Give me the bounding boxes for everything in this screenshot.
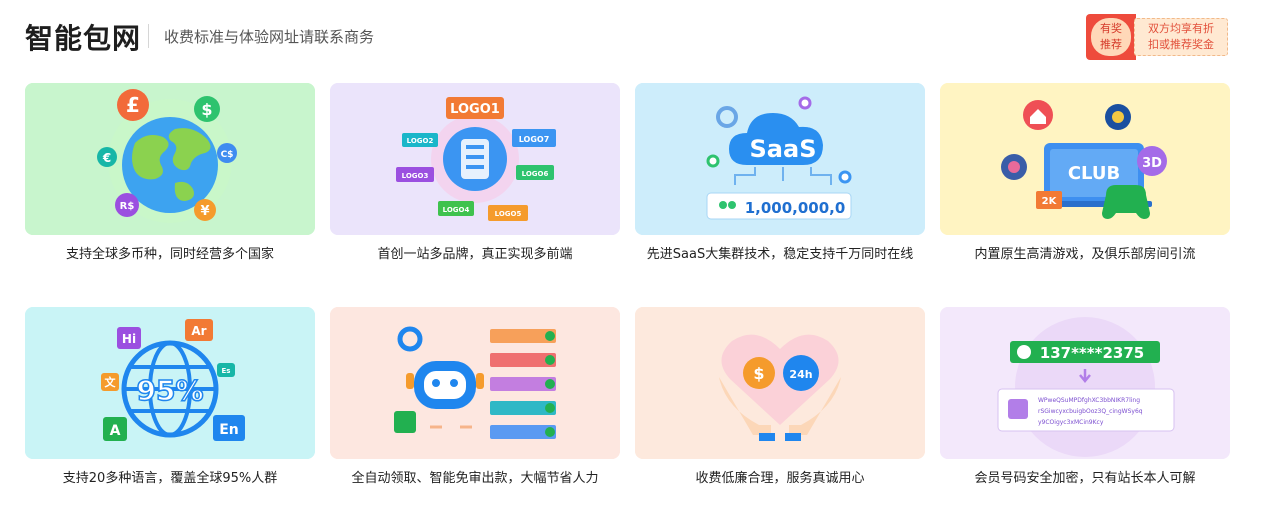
referral-promo-banner[interactable]: 有奖 推荐 双方均享有折 扣或推荐奖金 bbox=[1086, 14, 1230, 60]
feature-image: LOGO1 LOGO2 LOGO7 LOGO3 LOGO6 LOGO4 LOGO… bbox=[330, 83, 620, 235]
cipher-line: WPweQSuMPDfghXC3bbNIKR7ling bbox=[1038, 397, 1140, 404]
3d-badge: 3D bbox=[1142, 156, 1162, 171]
feature-label: 先进SaaS大集群技术，稳定支持千万同时在线 bbox=[646, 247, 914, 262]
promo-text-line1: 双方均享有折 bbox=[1148, 22, 1214, 35]
care-hands-icon: $ 24h bbox=[635, 307, 925, 459]
feature-image: £ $ € C$ R$ ¥ bbox=[25, 83, 315, 235]
promo-badge-line2: 推荐 bbox=[1100, 38, 1122, 51]
language-tag: 文 bbox=[105, 375, 117, 389]
online-count: 1,000,000,0 bbox=[745, 199, 846, 217]
logo-tag: LOGO5 bbox=[495, 210, 522, 218]
feature-label: 支持20多种语言，覆盖全球95%人群 bbox=[62, 471, 278, 486]
currency-glyph: ¥ bbox=[200, 204, 209, 219]
service-24h: 24h bbox=[789, 368, 812, 381]
money-glyph: $ bbox=[753, 364, 764, 383]
auto-robot-icon bbox=[330, 307, 620, 459]
encrypted-phone-icon: 137****2375 WPweQSuMPDfghXC3bbNIKR7ling … bbox=[940, 307, 1230, 459]
coverage-percent: 95% bbox=[136, 374, 203, 407]
feature-image: CLUB 3D 2K bbox=[940, 83, 1230, 235]
saas-cloud-icon: SaaS 1,000,000,0 bbox=[635, 83, 925, 235]
feature-label: 全自动领取、智能免审出款，大幅节省人力 bbox=[351, 471, 599, 486]
feature-image: SaaS 1,000,000,0 bbox=[635, 83, 925, 235]
language-tag: En bbox=[219, 422, 239, 438]
header-divider bbox=[148, 24, 149, 48]
language-tag: A bbox=[110, 423, 121, 439]
currency-glyph: £ bbox=[126, 93, 140, 117]
language-tag: Ar bbox=[191, 324, 206, 338]
logo-tag: LOGO7 bbox=[519, 135, 550, 144]
feature-image: $ 24h bbox=[635, 307, 925, 459]
logo-tag: LOGO1 bbox=[450, 102, 500, 117]
currency-glyph: C$ bbox=[221, 150, 234, 160]
language-tag: Hi bbox=[122, 332, 136, 346]
feature-image bbox=[330, 307, 620, 459]
promo-text: 双方均享有折 扣或推荐奖金 bbox=[1134, 18, 1228, 56]
club-gaming-icon: CLUB 3D 2K bbox=[940, 83, 1230, 235]
cipher-line: rSGiwcyxcbuigbOoz3Q_cingWSy6q bbox=[1038, 408, 1143, 415]
promo-badge: 有奖 推荐 bbox=[1086, 14, 1136, 60]
masked-phone-number: 137****2375 bbox=[1040, 344, 1144, 362]
currency-glyph: € bbox=[102, 151, 111, 165]
currency-glyph: R$ bbox=[120, 201, 135, 212]
globe-currency-icon: £ $ € C$ R$ ¥ bbox=[25, 83, 315, 235]
language-tag: Es bbox=[222, 367, 231, 375]
logo-tag: LOGO2 bbox=[407, 137, 434, 145]
cipher-line: y9COigyc3xMCin9Kcy bbox=[1038, 419, 1104, 426]
header-subtitle: 收费标准与体验网址请联系商务 bbox=[164, 28, 375, 46]
saas-text: SaaS bbox=[750, 135, 817, 163]
language-globe-icon: 95% Hi Ar 文 Es A En bbox=[25, 307, 315, 459]
2k-badge: 2K bbox=[1042, 196, 1058, 207]
promo-badge-line1: 有奖 bbox=[1100, 22, 1122, 35]
feature-label: 会员号码安全加密，只有站长本人可解 bbox=[974, 471, 1196, 486]
feature-label: 支持全球多币种，同时经营多个国家 bbox=[65, 247, 274, 262]
page-header: 智能包网 收费标准与体验网址请联系商务 有奖 推荐 双方均享有折 扣或推荐奖金 bbox=[0, 0, 1280, 76]
currency-glyph: $ bbox=[201, 100, 212, 119]
feature-label: 收费低廉合理，服务真诚用心 bbox=[695, 471, 865, 486]
feature-label: 内置原生高清游戏，及俱乐部房间引流 bbox=[974, 247, 1196, 262]
logo-tag: LOGO6 bbox=[522, 170, 549, 178]
club-text: CLUB bbox=[1068, 163, 1120, 184]
feature-label: 首创一站多品牌，真正实现多前端 bbox=[377, 247, 573, 262]
feature-image: 137****2375 WPweQSuMPDfghXC3bbNIKR7ling … bbox=[940, 307, 1230, 459]
logo-tag: LOGO4 bbox=[443, 206, 470, 214]
approval-list bbox=[490, 329, 556, 439]
logo-tag: LOGO3 bbox=[402, 172, 429, 180]
multi-brand-server-icon: LOGO1 LOGO2 LOGO7 LOGO3 LOGO6 LOGO4 LOGO… bbox=[330, 83, 620, 235]
feature-image: 95% Hi Ar 文 Es A En bbox=[25, 307, 315, 459]
brand-title: 智能包网 bbox=[25, 22, 142, 55]
promo-text-line2: 扣或推荐奖金 bbox=[1148, 38, 1214, 51]
